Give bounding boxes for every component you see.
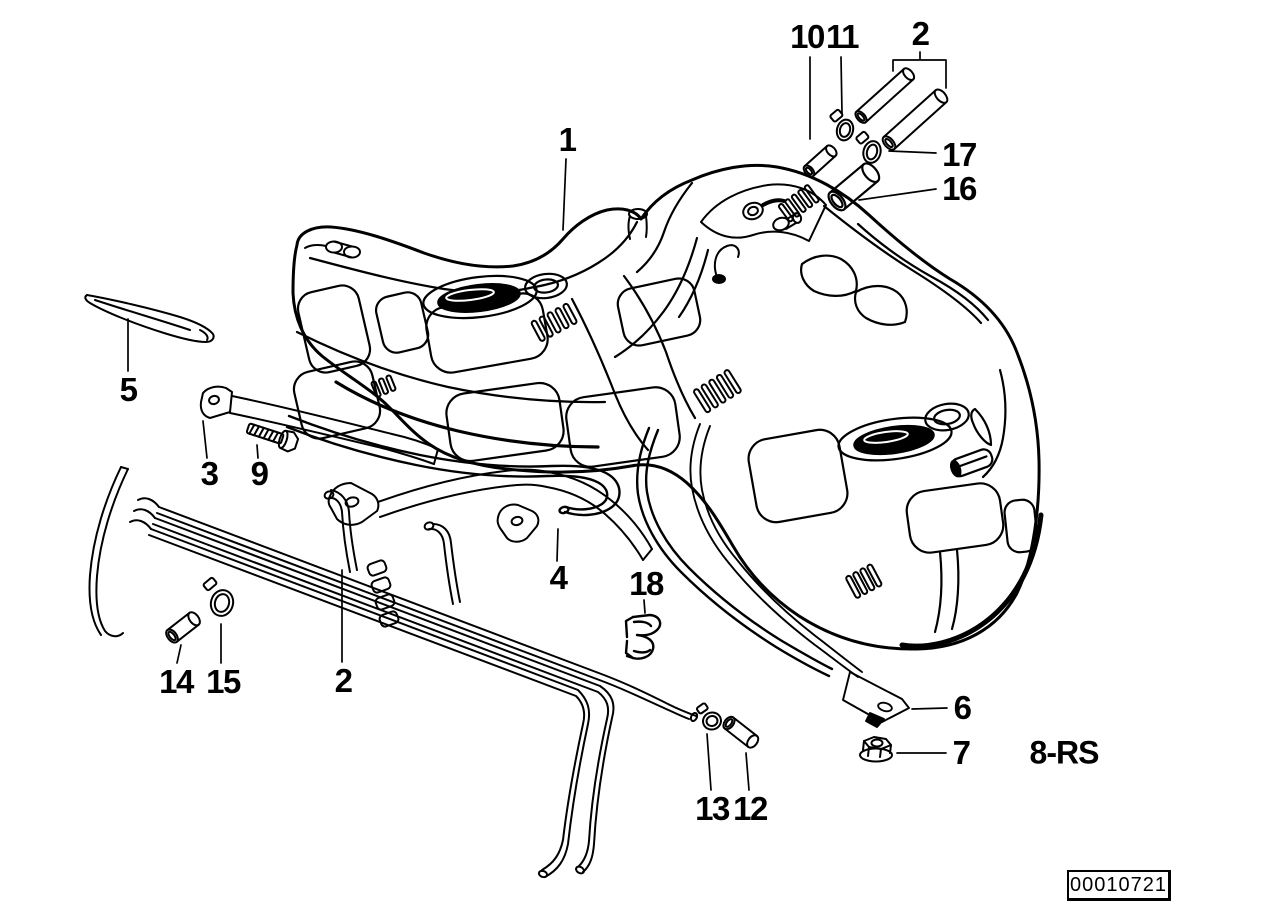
callout-15: 15	[206, 663, 241, 700]
tension-strap-6-drawing	[689, 423, 910, 728]
callout-11: 11	[826, 18, 859, 55]
tension-strap-4-drawing	[327, 468, 653, 561]
fuel-lines-drawing	[88, 466, 699, 879]
fuel-pump-opening	[422, 272, 568, 320]
tube-10-drawing	[802, 144, 838, 178]
callout-2-top: 2	[911, 15, 930, 52]
callout-3: 3	[200, 455, 219, 492]
callout-7: 7	[952, 734, 971, 771]
fuel-tank-drawing	[291, 163, 1044, 651]
bolt-9-drawing	[245, 422, 300, 453]
fuel-sender-opening	[837, 402, 994, 478]
line-clip-stack	[366, 559, 400, 628]
pipe-2a-drawing	[854, 67, 916, 124]
callout-14: 14	[159, 663, 194, 700]
bracket-strap-3-drawing	[199, 385, 439, 465]
tank-vent-fittings	[304, 183, 827, 284]
callout-2-bottom: 2	[334, 662, 353, 699]
callout-16: 16	[942, 170, 977, 207]
callout-1: 1	[558, 121, 577, 158]
tube-12-drawing	[722, 715, 760, 749]
callout-9: 9	[250, 455, 269, 492]
callout-13: 13	[695, 790, 730, 827]
sleeve-16-drawing	[827, 162, 881, 212]
callout-4: 4	[549, 559, 568, 596]
filler-hoses-drawing	[285, 414, 834, 678]
leader-lines	[127, 51, 948, 791]
nut-7-drawing	[859, 736, 893, 763]
callout-18: 18	[629, 565, 664, 602]
clamp-11-drawing	[829, 108, 855, 142]
clamp-15-drawing	[202, 576, 235, 617]
callout-5: 5	[119, 371, 138, 408]
pipe-2b-drawing	[881, 88, 949, 151]
callout-6: 6	[953, 689, 972, 726]
doc-number: 00010721	[1070, 873, 1167, 896]
tube-14-drawing	[165, 611, 201, 644]
tank-rib-details	[370, 184, 883, 599]
callout-12: 12	[733, 790, 768, 827]
clamp-17-drawing	[855, 130, 882, 164]
clamp-13-drawing	[695, 702, 722, 731]
callout-10: 10	[790, 18, 825, 55]
callout-17: 17	[942, 136, 977, 173]
doc-number-box: 00010721	[1067, 870, 1171, 901]
trim-strip-5-drawing	[84, 294, 215, 343]
variant-code: 8-RS	[1029, 734, 1100, 771]
clip-18-drawing	[624, 613, 662, 660]
filler-stub	[950, 448, 994, 478]
